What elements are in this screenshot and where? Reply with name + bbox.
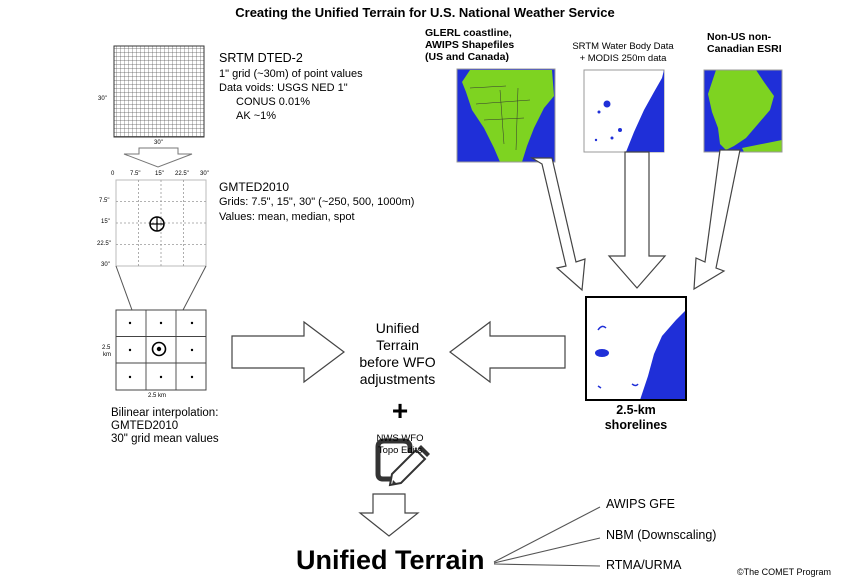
srtm-heading: SRTM DTED-2 — [219, 51, 303, 65]
shoreline-map — [585, 296, 687, 401]
unified-terrain-label: Unified Terrain — [296, 545, 485, 575]
plus-sign: + — [391, 395, 409, 426]
gmted-left-tick-2: 22.5" — [97, 241, 111, 247]
srtm-grid-left-label: 30" — [98, 96, 107, 102]
srtm-grid — [113, 45, 205, 138]
arrow-to-unified-terrain — [358, 493, 420, 537]
bilinear-line-2: GMTED2010 — [111, 420, 179, 432]
output-rtma-urma: RTMA/URMA — [606, 558, 682, 572]
gmted-top-tick-0: 0 — [111, 171, 115, 177]
copyright-notice: ©The COMET Program — [737, 567, 831, 577]
gmted-top-tick-3: 22.5" — [175, 171, 189, 177]
gmted-top-tick-4: 30" — [200, 171, 209, 177]
output-lines — [493, 506, 601, 567]
srtm-grid-bottom-label: 30" — [154, 140, 163, 146]
arrow-na-to-shorelines — [529, 157, 586, 292]
bilinear-line-1: Bilinear interpolation: — [111, 407, 219, 419]
output-awips-gfe: AWIPS GFE — [606, 497, 675, 511]
srtm-line-4: AK ~1% — [236, 110, 277, 122]
gmted-top-tick-2: 15" — [155, 171, 164, 177]
arrow-bilinear-to-center — [231, 320, 345, 384]
bilinear-line-3: 30" grid mean values — [111, 433, 219, 445]
edits-line-1: NWS WFO — [376, 433, 424, 444]
gmted-heading: GMTED2010 — [219, 180, 290, 194]
gmted-top-tick-1: 7.5" — [130, 171, 141, 177]
bilinear-side-label-2: km — [103, 352, 111, 358]
srtm-line-3: CONUS 0.01% — [236, 96, 310, 108]
gmted-left-tick-3: 30" — [101, 262, 110, 268]
map-south-america — [703, 69, 783, 153]
gmted-line-1: Grids: 7.5", 15", 30" (~250, 500, 1000m) — [219, 196, 415, 208]
edits-line-2: Topo Edits — [377, 445, 423, 456]
bilinear-side-label-1: 2.5 — [102, 345, 111, 351]
srtm-water-label-1: SRTM Water Body Data — [572, 41, 674, 52]
center-line-2: Terrain — [376, 337, 419, 353]
glerl-label-3: (US and Canada) — [425, 51, 510, 63]
center-line-4: adjustments — [359, 371, 436, 387]
esri-label-1: Non-US non- — [707, 31, 772, 43]
arrow-shorelines-to-center — [449, 320, 566, 384]
gmted-left-tick-0: 7.5" — [99, 198, 110, 204]
arrow-sa-to-shorelines — [693, 149, 741, 291]
srtm-water-label-2: + MODIS 250m data — [579, 53, 667, 64]
down-arrow-srtm-to-gmted — [123, 147, 193, 168]
map-north-america — [456, 68, 556, 163]
shoreline-label-1: 2.5-km — [616, 403, 656, 417]
output-nbm: NBM (Downscaling) — [606, 528, 717, 542]
map-water-bodies — [583, 69, 665, 153]
center-line-1: Unified — [375, 320, 420, 336]
center-line-3: before WFO — [359, 354, 436, 370]
gmted-grid — [115, 179, 207, 267]
page-title: Creating the Unified Terrain for U.S. Na… — [235, 5, 615, 20]
shoreline-label-2: shorelines — [604, 418, 668, 432]
zoom-lines — [115, 265, 207, 311]
arrow-water-to-shorelines — [607, 151, 667, 289]
bilinear-grid — [115, 309, 207, 391]
gmted-left-tick-1: 15" — [101, 219, 110, 225]
srtm-line-1: 1" grid (~30m) of point values — [219, 68, 363, 80]
edit-icon — [375, 438, 430, 487]
gmted-line-2: Values: mean, median, spot — [219, 211, 355, 223]
glerl-label-2: AWIPS Shapefiles — [425, 39, 515, 51]
bilinear-bottom-label: 2.5 km — [148, 393, 167, 399]
srtm-line-2: Data voids: USGS NED 1" — [219, 82, 348, 94]
glerl-label-1: GLERL coastline, — [425, 27, 512, 39]
esri-label-2: Canadian ESRI — [707, 43, 782, 55]
